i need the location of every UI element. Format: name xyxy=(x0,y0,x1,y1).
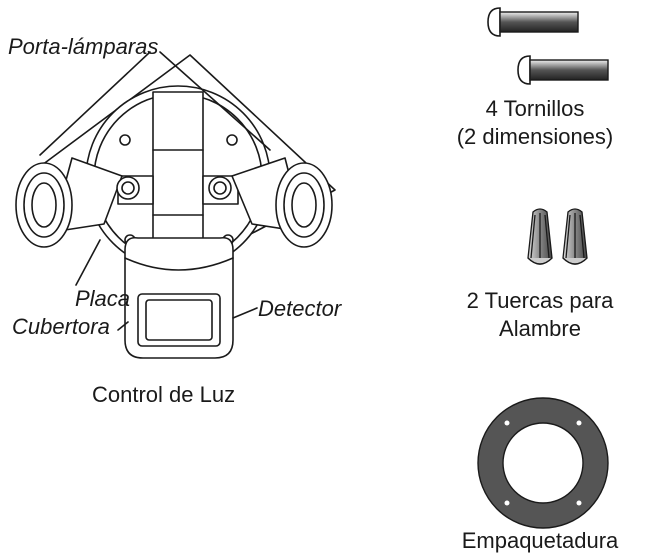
motion-detector xyxy=(124,236,234,359)
leader-line xyxy=(39,51,151,156)
leader-line xyxy=(232,307,258,319)
leader-line xyxy=(75,239,101,286)
wire-nuts-label-line1: 2 Tuercas para xyxy=(466,288,614,313)
lampholders-label: Porta-lámparas xyxy=(8,34,159,59)
screw-icon xyxy=(487,7,579,37)
gasket-hole xyxy=(504,500,510,506)
leader-line xyxy=(159,51,271,151)
wire-nuts-label-line2: Alambre xyxy=(499,316,581,341)
center-channel xyxy=(152,91,204,243)
screw-hole xyxy=(119,134,131,146)
screw-icon xyxy=(517,55,609,85)
leader-line xyxy=(117,321,129,331)
screw-hole xyxy=(226,134,238,146)
gasket-ring xyxy=(477,397,609,529)
cover-plate-label-line2: Cubertora xyxy=(12,314,110,339)
gasket-hole xyxy=(576,500,582,506)
right-lampholder xyxy=(208,157,333,248)
screws-label-line2: (2 dimensiones) xyxy=(456,124,614,149)
gasket-hole xyxy=(504,420,510,426)
cover-plate-label-line1: Placa xyxy=(74,286,130,311)
gasket-hole xyxy=(576,420,582,426)
left-lampholder xyxy=(15,157,140,248)
screws-label-line1: 4 Tornillos xyxy=(485,96,585,121)
wire-nut-icon xyxy=(562,208,588,265)
light-control-label: Control de Luz xyxy=(92,382,236,407)
wire-nut-icon xyxy=(527,208,553,265)
gasket-label: Empaquetadura xyxy=(461,528,619,553)
detector-label: Detector xyxy=(258,296,342,321)
